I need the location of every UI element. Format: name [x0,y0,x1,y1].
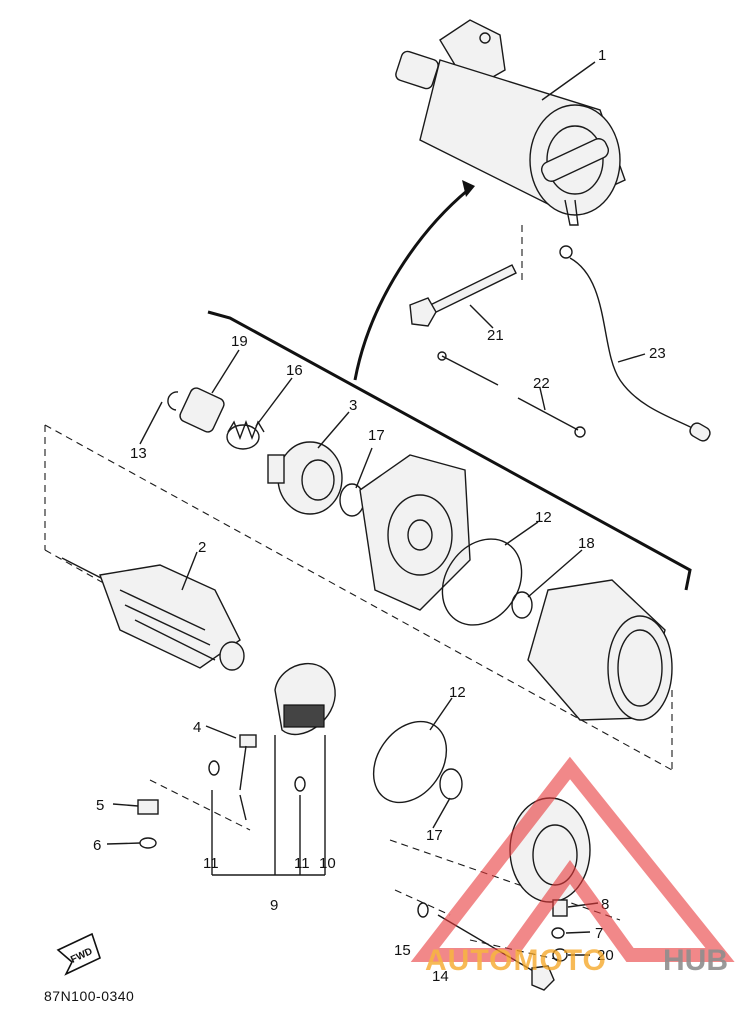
watermark-text-auto: AUTOMOTO [425,944,607,977]
o-ring-small [339,483,365,517]
small-washer [139,837,157,849]
callout-10: 10 [319,855,336,872]
callout-6: 6 [93,837,101,854]
watermark-text-hub: HUB [663,944,728,977]
callout-16: 16 [286,362,303,379]
callout-1: 1 [598,47,606,64]
group-bracket [211,735,326,876]
callout-17-upper: 17 [368,427,385,444]
callout-13: 13 [130,445,147,462]
o-ring-rear [439,768,463,800]
o-ring-7 [551,927,565,939]
callout-19: 19 [231,333,248,350]
starter-motor-assembly [395,19,626,226]
callout-labels: 1 2 3 4 5 6 7 8 9 10 11 11 12 12 13 14 1… [93,47,666,985]
o-ring-15 [417,902,429,918]
washer-20 [552,948,568,962]
callout-21: 21 [487,327,504,344]
circlip [167,391,179,411]
callout-7: 7 [595,925,603,942]
callout-20: 20 [597,947,614,964]
callout-12-lower: 12 [449,684,466,701]
bearing-housing [267,441,343,515]
washer [511,591,533,619]
callout-3: 3 [349,397,357,414]
nut [137,799,159,815]
drawing-code: 87N100-0340 [44,988,134,1004]
insulator-washer-right [294,776,306,792]
callout-23: 23 [649,345,666,362]
callout-5: 5 [96,797,104,814]
insulator-washer-left [208,760,220,776]
callout-9: 9 [270,897,278,914]
automotohub-watermark: AUTOMOTO HUB [410,756,735,977]
callout-15: 15 [394,942,411,959]
ground-cable [559,245,711,442]
callout-11-right: 11 [294,855,310,872]
long-bolt [409,264,517,327]
brush [239,734,257,821]
assembly-arrow [353,188,469,381]
callout-4: 4 [193,719,201,736]
lead-wire-set [437,351,586,438]
collar [179,387,225,433]
callout-14: 14 [432,968,449,985]
callout-leaders [106,61,646,956]
fwd-arrow-icon: FWD [56,932,101,976]
callout-12-upper: 12 [535,509,552,526]
callout-17-lower: 17 [426,827,443,844]
callout-22: 22 [533,375,550,392]
gasket-rear [372,720,448,804]
callout-2: 2 [198,539,206,556]
spring [226,420,265,450]
callout-11-left: 11 [203,855,219,872]
yoke-housing [527,579,673,721]
callout-18: 18 [578,535,595,552]
collar-8 [552,899,568,917]
assembly-frame [207,310,692,591]
watermark-triangle-logo [410,756,735,962]
front-cover [359,454,471,611]
brush-plate [274,663,336,736]
armature [61,557,245,671]
callout-8: 8 [601,896,609,913]
